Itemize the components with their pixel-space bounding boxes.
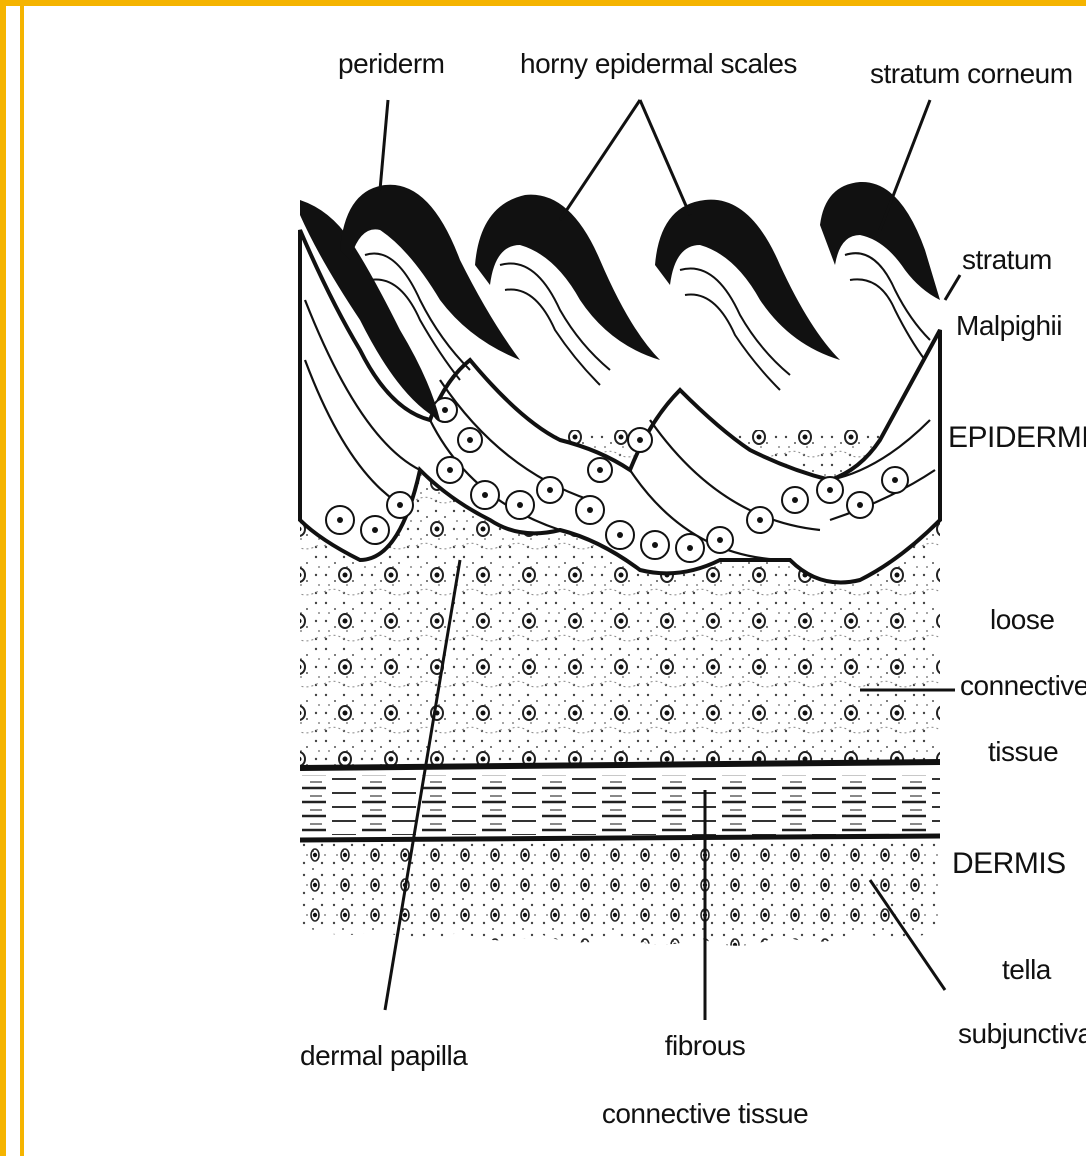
label-epidermis: EPIDERMIS bbox=[948, 422, 1086, 454]
label-periderm: periderm bbox=[338, 48, 444, 80]
label-dermal-papilla: dermal papilla bbox=[300, 1040, 467, 1072]
label-loose: loose bbox=[990, 604, 1054, 636]
label-subjunctiva: subjunctiva bbox=[958, 1018, 1086, 1050]
label-connective: connective bbox=[960, 670, 1086, 702]
label-fibrous-connective-tissue: connective tissue bbox=[602, 1098, 808, 1130]
label-stratum: stratum bbox=[962, 244, 1052, 276]
label-malpighii: Malpighii bbox=[956, 310, 1062, 342]
label-tella: tella bbox=[1002, 954, 1051, 986]
label-fibrous: fibrous bbox=[665, 1030, 746, 1062]
label-stratum-corneum: stratum corneum bbox=[870, 58, 1073, 90]
label-tissue: tissue bbox=[988, 736, 1058, 768]
horny-scales bbox=[300, 182, 940, 420]
epidermis-layer bbox=[300, 230, 940, 583]
label-dermis: DERMIS bbox=[952, 848, 1066, 880]
label-horny-epidermal-scales: horny epidermal scales bbox=[520, 48, 797, 80]
